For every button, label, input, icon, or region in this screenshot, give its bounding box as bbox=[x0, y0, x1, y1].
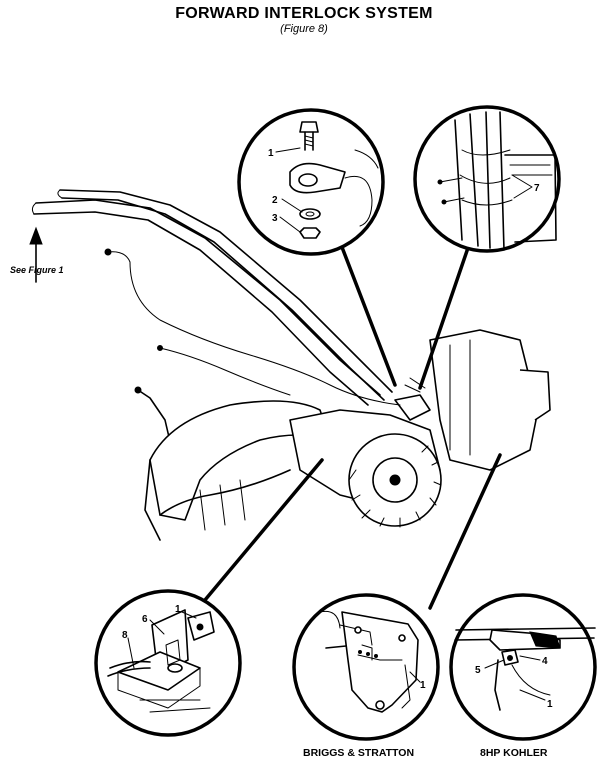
leader-line-top-right bbox=[418, 240, 472, 390]
leader-line-bottom-left bbox=[203, 458, 324, 602]
caption-briggs-stratton: BRIGGS & STRATTON bbox=[303, 747, 414, 759]
callout-2-washer: 2 bbox=[272, 195, 278, 206]
detail-circle-wires bbox=[413, 105, 561, 253]
detail-circle-fasteners bbox=[237, 108, 385, 256]
callout-3-nut: 3 bbox=[272, 213, 278, 224]
callout-1-switch: 1 bbox=[175, 604, 181, 615]
callout-1-briggs: 1 bbox=[420, 680, 426, 691]
callout-1-kohler: 1 bbox=[547, 699, 553, 710]
callout-5-kohler: 5 bbox=[475, 665, 481, 676]
callout-1-bolt: 1 bbox=[268, 148, 274, 159]
tiller-illustration bbox=[29, 189, 551, 541]
see-figure-label: See Figure 1 bbox=[10, 265, 64, 275]
diagram-title: FORWARD INTERLOCK SYSTEM bbox=[175, 5, 433, 22]
detail-circle-switch-bracket bbox=[94, 589, 242, 737]
leader-line-top-left bbox=[338, 240, 397, 387]
leader-line-bottom-right bbox=[428, 453, 502, 610]
detail-circle-kohler bbox=[449, 593, 597, 741]
callout-7-wires: 7 bbox=[534, 183, 540, 194]
callout-8-wire: 8 bbox=[122, 630, 128, 641]
caption-kohler: 8HP KOHLER bbox=[480, 747, 548, 759]
callout-6-bracket: 6 bbox=[142, 614, 148, 625]
callout-4-kohler: 4 bbox=[542, 656, 548, 667]
detail-circle-briggs-stratton bbox=[292, 593, 440, 741]
diagram-subtitle: (Figure 8) bbox=[280, 23, 328, 35]
